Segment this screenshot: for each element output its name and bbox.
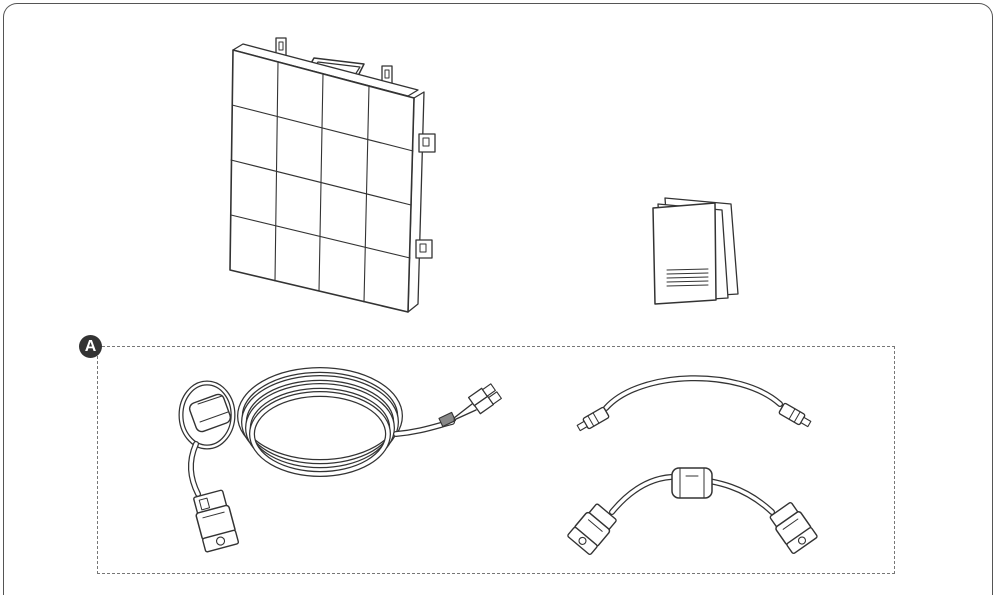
group-label-badge: A xyxy=(79,335,102,358)
short-signal-cable-icon xyxy=(576,375,812,432)
power-link-cable-icon xyxy=(567,467,818,556)
accessory-group-box xyxy=(97,346,895,574)
manual-document-icon xyxy=(652,197,739,305)
led-cabinet-icon xyxy=(229,37,436,313)
coiled-power-cable-icon xyxy=(178,367,502,553)
diagram-frame xyxy=(3,3,993,595)
